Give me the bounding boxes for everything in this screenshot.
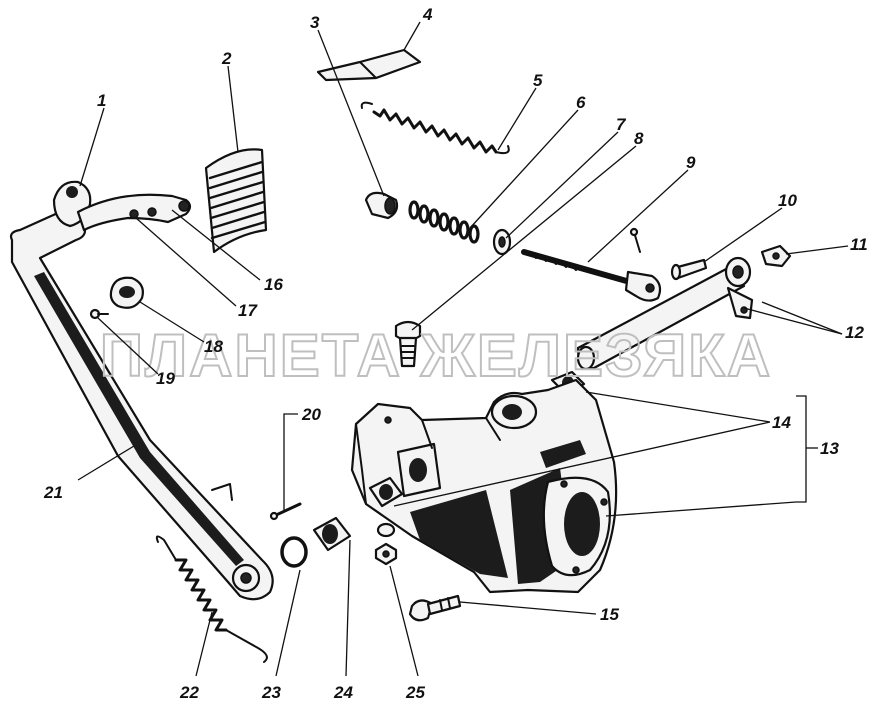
callout-24: 24 xyxy=(333,683,353,702)
cap-and-pin-parts xyxy=(89,276,144,320)
bolt-part xyxy=(394,320,422,368)
washer-part xyxy=(492,228,512,256)
small-hardware-parts xyxy=(269,502,398,568)
bolt-lower-part xyxy=(408,594,462,622)
callout-15: 15 xyxy=(600,605,619,624)
pedal-lever-part xyxy=(9,180,274,601)
callout-5: 5 xyxy=(533,71,543,90)
return-spring-part xyxy=(155,535,268,663)
plate-part xyxy=(316,48,422,82)
callout-18: 18 xyxy=(204,337,223,356)
callout-10: 10 xyxy=(778,191,797,210)
pedal-pad-part xyxy=(204,148,268,254)
leader-lines xyxy=(77,21,849,677)
tension-spring-part xyxy=(360,101,510,155)
callout-23: 23 xyxy=(261,683,281,702)
compression-spring-part xyxy=(408,200,480,244)
callout-11: 11 xyxy=(850,235,868,254)
callout-labels: 1 2 3 4 5 6 7 8 9 10 11 12 13 14 15 16 1… xyxy=(43,5,868,702)
callout-9: 9 xyxy=(686,153,696,172)
callout-4: 4 xyxy=(422,5,433,24)
callout-19: 19 xyxy=(156,369,175,388)
callout-21: 21 xyxy=(43,483,63,502)
callout-6: 6 xyxy=(576,93,586,112)
cap-part xyxy=(364,191,399,220)
fitting-part xyxy=(760,244,792,268)
callout-7: 7 xyxy=(616,115,627,134)
callout-1: 1 xyxy=(97,91,106,110)
callout-14: 14 xyxy=(772,413,791,432)
callout-12: 12 xyxy=(845,323,864,342)
callout-22: 22 xyxy=(179,683,199,702)
callout-16: 16 xyxy=(264,275,283,294)
pin-part xyxy=(670,258,708,281)
callout-17: 17 xyxy=(238,301,258,320)
watermark: ПЛАНЕТА ЖЕЛЕЗЯКА xyxy=(100,322,772,389)
shaft-part xyxy=(576,256,754,371)
callout-8: 8 xyxy=(634,129,644,148)
callout-2: 2 xyxy=(221,49,232,68)
rod-part xyxy=(521,227,662,302)
bushing-lower-parts xyxy=(312,476,404,552)
callout-20: 20 xyxy=(301,405,321,424)
callout-13: 13 xyxy=(820,439,839,458)
callout-3: 3 xyxy=(310,13,320,32)
callout-25: 25 xyxy=(405,683,425,702)
